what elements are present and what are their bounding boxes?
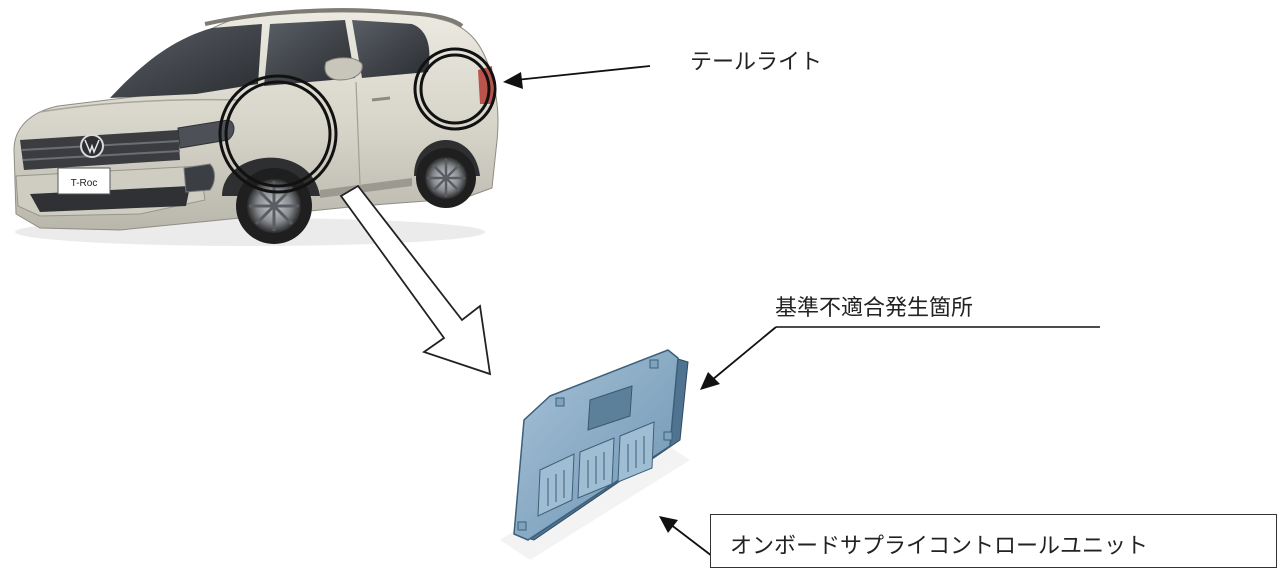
unit-window	[587, 385, 633, 431]
side-sill	[320, 178, 412, 198]
windshield	[110, 24, 262, 98]
license-plate-text: T-Roc	[71, 178, 98, 189]
door-line	[355, 81, 361, 185]
tail-light-highlight-circle-inner	[419, 53, 491, 125]
rear-rim-spokes	[427, 159, 465, 197]
tail-light-label: テールライト	[690, 50, 823, 75]
vehicle-illustration: T-Roc	[13, 8, 499, 246]
tail-light-pointer-arrow	[503, 65, 651, 89]
unit-mounting-tabs	[517, 359, 673, 531]
front-rim-spokes	[249, 181, 299, 231]
front-light-highlight-circle-inner	[224, 80, 332, 188]
hood-line	[39, 98, 241, 113]
unit-name-pointer-arrow	[659, 516, 713, 557]
rear-side-window	[352, 20, 430, 78]
onboard-supply-control-unit	[500, 349, 690, 560]
license-plate	[57, 167, 111, 195]
nonconformity-location-label: 基準不適合発生箇所	[775, 296, 974, 321]
side-mirror	[324, 57, 363, 81]
front-light-highlight-circle	[218, 74, 338, 194]
unit-name-label: オンボードサプライコントロールユニット	[730, 534, 1149, 559]
grille-bar	[22, 150, 181, 161]
fog-light	[183, 163, 215, 193]
unit-name-callout-box	[710, 514, 1277, 568]
nonconformity-pointer-arrow	[700, 326, 1100, 390]
door-handle	[371, 96, 391, 102]
zoom-in-arrow-icon	[339, 184, 492, 376]
vw-emblem-icon	[80, 134, 104, 158]
tail-light-highlight-circle	[413, 47, 497, 131]
unit-connector-pins	[547, 436, 645, 506]
roof-rail	[204, 8, 464, 28]
